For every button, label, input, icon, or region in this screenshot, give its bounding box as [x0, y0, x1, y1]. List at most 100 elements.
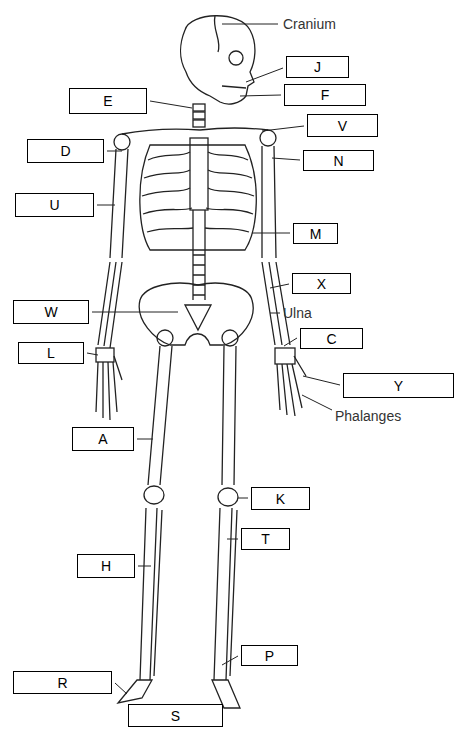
- skeleton: [200, 128, 268, 130]
- skeleton: [96, 348, 114, 362]
- answer-box: A: [72, 427, 134, 451]
- skeleton: [193, 104, 205, 111]
- skeleton: [193, 255, 205, 295]
- skeleton: [193, 120, 205, 127]
- skeleton: [144, 170, 252, 178]
- skeleton: [147, 228, 249, 232]
- skeleton: [214, 508, 237, 680]
- leader-lines: [240, 95, 281, 96]
- answer-box: X: [292, 273, 351, 294]
- box-letter: V: [338, 118, 347, 134]
- leader-lines: [107, 151, 122, 152]
- leader-lines: [227, 539, 238, 540]
- leader-lines: [303, 376, 340, 385]
- skeleton: [144, 486, 164, 504]
- leader-lines: [87, 353, 98, 355]
- box-letter: Y: [394, 378, 403, 394]
- skeleton: [222, 346, 236, 485]
- box-letter: F: [321, 87, 330, 103]
- leader-lines: [150, 101, 192, 108]
- skeleton: [260, 130, 276, 146]
- box-letter: J: [314, 59, 321, 75]
- skeleton: [139, 283, 253, 345]
- skeleton: [114, 134, 130, 150]
- skeleton: [181, 16, 255, 104]
- leader-lines: [246, 68, 283, 82]
- skeleton: [262, 262, 290, 345]
- box-letter: R: [57, 675, 67, 691]
- answer-box: T: [241, 528, 290, 550]
- skeleton: [148, 152, 248, 160]
- skeleton: [110, 149, 128, 258]
- skeleton: [214, 16, 219, 52]
- skeleton: [143, 208, 253, 214]
- skeleton: [193, 112, 205, 119]
- box-letter: U: [49, 197, 59, 213]
- leader-lines: [262, 126, 304, 131]
- skeleton: [140, 508, 162, 680]
- leader-lines: [272, 158, 300, 160]
- leader-lines: [284, 338, 297, 346]
- leader-lines: [238, 498, 248, 499]
- bone-label: Cranium: [283, 16, 336, 32]
- leader-lines: [92, 312, 178, 313]
- skeleton: [229, 51, 243, 65]
- skeleton: [275, 348, 295, 364]
- answer-box: J: [286, 56, 349, 78]
- answer-box: S: [128, 704, 223, 727]
- skeleton: [185, 305, 211, 330]
- box-letter: P: [265, 648, 274, 664]
- skeleton: [222, 86, 246, 88]
- skeleton: [222, 330, 238, 346]
- answer-box: D: [27, 139, 104, 163]
- box-letter: M: [310, 226, 322, 242]
- box-letter: W: [44, 304, 57, 320]
- answer-box: N: [303, 150, 374, 171]
- answer-box: E: [69, 88, 147, 114]
- skeleton: [218, 488, 238, 506]
- skeleton: [140, 145, 256, 250]
- answer-box: M: [293, 223, 338, 244]
- box-letter: A: [98, 431, 107, 447]
- skeleton: [98, 262, 122, 348]
- answer-box: R: [13, 671, 112, 694]
- skeleton: [96, 16, 306, 708]
- answer-box: U: [15, 193, 94, 217]
- box-letter: E: [103, 93, 112, 109]
- leader-lines: [115, 683, 127, 694]
- leader-lines: [270, 284, 289, 288]
- skeleton: [122, 129, 200, 134]
- skeleton: [142, 188, 254, 196]
- answer-box: F: [284, 84, 366, 106]
- leader-lines: [87, 24, 340, 694]
- leader-lines: [222, 24, 278, 25]
- box-letter: C: [326, 331, 336, 347]
- box-letter: T: [261, 531, 270, 547]
- answer-box: W: [13, 300, 89, 324]
- bone-label: Ulna: [283, 305, 312, 321]
- bone-label: Phalanges: [335, 408, 401, 424]
- box-letter: D: [60, 143, 70, 159]
- answer-box: P: [241, 645, 298, 666]
- leader-lines: [270, 313, 280, 314]
- box-letter: S: [171, 708, 180, 724]
- answer-box: V: [307, 114, 378, 137]
- leader-lines: [97, 205, 115, 206]
- leader-lines: [222, 656, 238, 665]
- skeleton: [262, 146, 276, 258]
- answer-box: L: [18, 342, 84, 364]
- leader-lines: [252, 233, 290, 234]
- answer-box: Y: [343, 373, 454, 398]
- answer-box: K: [251, 487, 310, 510]
- box-letter: X: [317, 276, 326, 292]
- skeleton: [190, 138, 208, 210]
- box-letter: L: [47, 345, 55, 361]
- skeleton: [157, 330, 173, 346]
- box-letter: N: [333, 153, 343, 169]
- box-letter: K: [276, 491, 285, 507]
- skeleton: [193, 210, 205, 300]
- box-letter: H: [101, 558, 111, 574]
- skeleton: [277, 356, 306, 416]
- skeleton: [96, 356, 122, 420]
- answer-box: H: [77, 554, 135, 578]
